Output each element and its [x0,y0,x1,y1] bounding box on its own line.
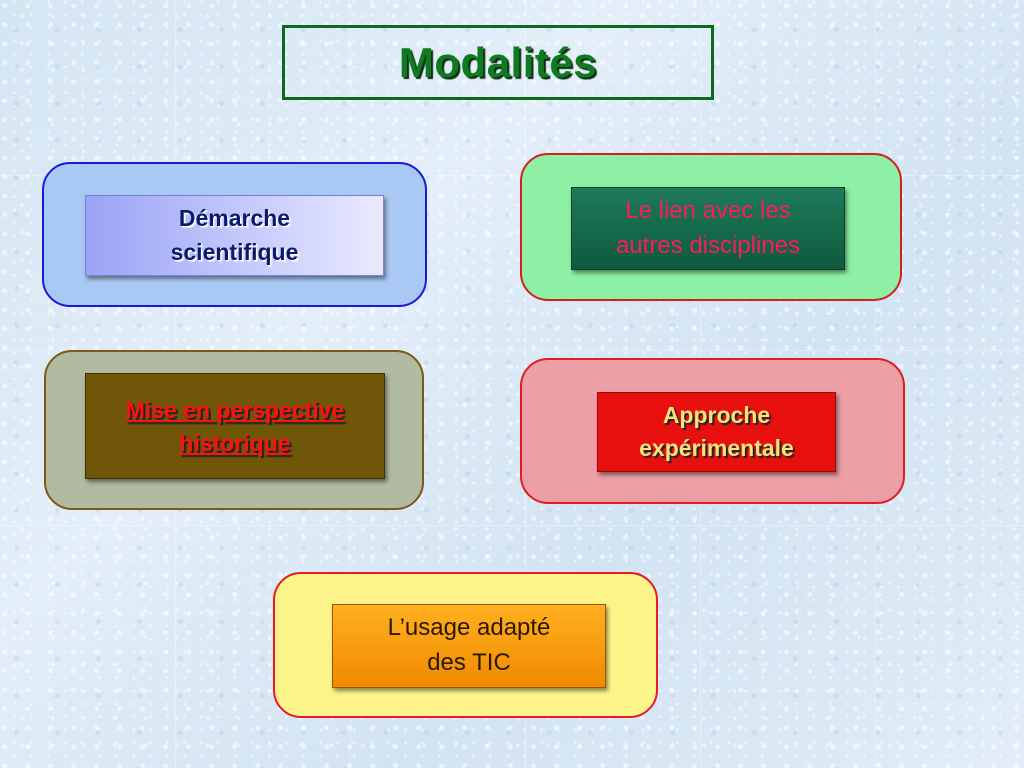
mise-box: Mise en perspective historique [85,373,385,479]
usage-line1: L’usage adapté [387,614,551,642]
background-gridline [0,175,1024,176]
background-gridline [0,350,1024,351]
demarche-line1: Démarche [178,205,291,232]
approche-text: Approche expérimentale [639,399,794,466]
usage-text: L’usage adapté des TIC [388,611,551,681]
usage-box: L’usage adapté des TIC [332,604,606,688]
page-title: Modalités [398,38,598,86]
approche-line1: Approche [662,401,771,428]
mise-text: Mise en perspective historique [126,394,345,461]
lien-box: Le lien avec les autres disciplines [571,187,845,270]
demarche-line2: scientifique [170,238,299,265]
title-box: Modalités [282,25,714,100]
mise-line2: historique [179,430,291,457]
lien-line2: autres disciplines [615,231,801,259]
demarche-box: Démarche scientifique [85,195,384,276]
approche-box: Approche expérimentale [597,392,836,472]
background-gridline [0,525,1024,526]
usage-line2: des TIC [427,649,511,676]
mise-line1: Mise en perspective [125,397,345,423]
lien-text: Le lien avec les autres disciplines [616,194,800,264]
demarche-text: Démarche scientifique [171,202,299,269]
lien-line1: Le lien avec les [625,196,791,224]
approche-line2: expérimentale [639,435,794,461]
